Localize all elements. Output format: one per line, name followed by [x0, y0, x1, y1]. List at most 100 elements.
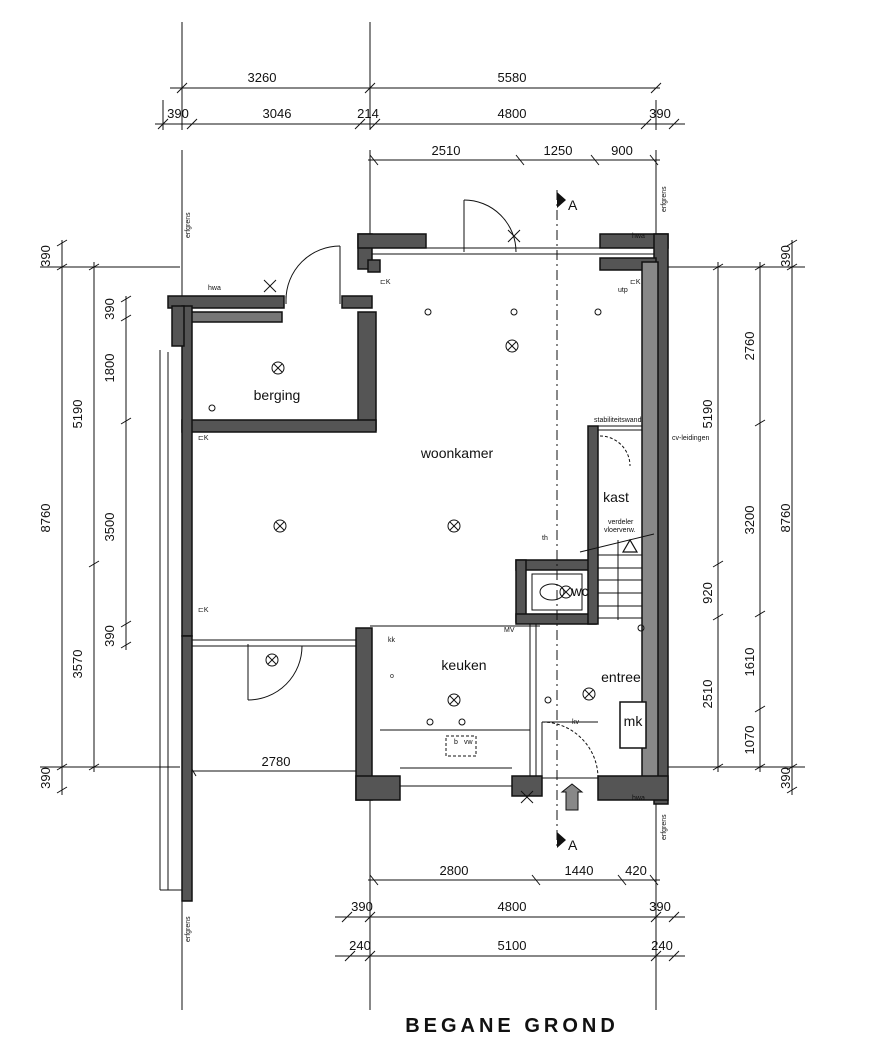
section-label-bottom: A	[568, 837, 578, 853]
dim-left-8760: 8760	[38, 504, 53, 533]
wall-left-stub	[171, 305, 185, 347]
label-erfgrens-2: erfgrens	[661, 186, 668, 212]
socket-icon: ⊏K	[380, 279, 391, 286]
socket-icon: ⊏K	[198, 607, 209, 614]
label-th: th	[542, 535, 548, 542]
dim-bottom-2800: 2800	[440, 863, 469, 878]
dim-right-2760: 2760	[742, 332, 757, 361]
outlet-icon	[637, 624, 645, 632]
dim-bottom3-240a: 240	[349, 938, 371, 953]
outlet-icon	[426, 718, 434, 726]
dim-left-inner-3500: 3500	[102, 513, 117, 542]
dim-right-1610: 1610	[742, 648, 757, 677]
label-stabiliteitswand: stabiliteitswand	[594, 417, 642, 424]
dim-right-2510: 2510	[700, 680, 715, 709]
dim-top3-900: 900	[611, 143, 633, 158]
label-kv: kv	[572, 719, 580, 726]
dim-bottom3-240b: 240	[651, 938, 673, 953]
wall-patio-right	[355, 627, 373, 801]
dim-left-inner-390a: 390	[102, 298, 117, 320]
dim-top2-390b: 390	[649, 106, 671, 121]
staircase	[579, 533, 655, 620]
wall-berging-top	[167, 295, 285, 309]
light-icon	[271, 361, 285, 375]
label-vloerverw: vloerverw.	[604, 527, 636, 534]
light-icon	[263, 279, 277, 293]
label-hwa-3: hwa	[632, 795, 645, 802]
dim-right-390b: 390	[778, 767, 793, 789]
dim-left-3570: 3570	[70, 650, 85, 679]
ceiling-lights	[263, 229, 596, 804]
light-icon	[447, 693, 461, 707]
wall-berging-top-right	[341, 295, 373, 309]
section-label-top: A	[568, 197, 578, 213]
dim-left-5190: 5190	[70, 400, 85, 429]
outlet-icon	[458, 718, 466, 726]
room-wc: wc	[570, 583, 588, 599]
dim-bottom-420: 420	[625, 863, 647, 878]
facade-lines	[159, 247, 655, 891]
dimension-lines: 3260 5580 390 3046 214 4800 390 2510 125…	[38, 22, 805, 1010]
wall-left	[181, 305, 193, 637]
dim-top2-3046: 3046	[263, 106, 292, 121]
room-keuken: keuken	[441, 657, 486, 673]
wall-berging-right	[357, 311, 377, 431]
dim-bottom2-4800: 4800	[498, 899, 527, 914]
label-erfgrens-3: erfgrens	[661, 814, 668, 840]
outlet-icon	[594, 308, 602, 316]
dim-left-inner-390b: 390	[102, 625, 117, 647]
dim-left-390a: 390	[38, 245, 53, 267]
label-cv-leidingen: cv-leidingen	[672, 435, 709, 442]
light-icon	[507, 229, 521, 243]
socket-icon: ⊏K	[630, 279, 641, 286]
wall-patio-left	[181, 635, 193, 902]
dim-bottom2-390b: 390	[649, 899, 671, 914]
label-vw: vw	[464, 739, 474, 746]
label-utp: utp	[618, 287, 628, 294]
dim-bottom3-5100: 5100	[498, 938, 527, 953]
outlets: ⊏K ⊏K ⊏K ⊏K	[198, 279, 645, 726]
wall-berging-bottom	[181, 419, 377, 433]
dim-bottom-1440: 1440	[565, 863, 594, 878]
label-hwa-1: hwa	[208, 285, 221, 292]
light-icon	[265, 653, 279, 667]
dim-top3-2510: 2510	[432, 143, 461, 158]
light-icon	[505, 339, 519, 353]
outlet-icon	[544, 696, 552, 704]
outlet-icon	[424, 308, 432, 316]
entry-arrow-icon	[560, 783, 584, 811]
dim-berging-2780: 2780	[262, 754, 291, 769]
wall-berging-top-inner	[183, 311, 283, 323]
wall-bottom-left	[355, 775, 401, 801]
section-marker-top	[557, 192, 566, 208]
wall-kast	[587, 425, 599, 625]
dim-top-5580: 5580	[498, 70, 527, 85]
wall-top-left-stub	[357, 233, 427, 249]
light-icon	[273, 519, 287, 533]
label-verdeler: verdeler	[608, 519, 634, 526]
label-erfgrens-1: erfgrens	[185, 212, 192, 238]
room-berging: berging	[254, 387, 301, 403]
dim-bottom2-390a: 390	[351, 899, 373, 914]
mk-cupboard	[619, 701, 647, 749]
dim-left-390b: 390	[38, 767, 53, 789]
page-title: BEGANE GROND	[405, 1015, 619, 1037]
label-kk: kk	[388, 637, 396, 644]
wall-wc-left	[515, 559, 527, 623]
doors	[247, 199, 631, 779]
section-marker-bottom	[557, 832, 566, 848]
dim-top2-214: 214	[357, 106, 379, 121]
dim-top2-390a: 390	[167, 106, 189, 121]
dim-top-3260: 3260	[248, 70, 277, 85]
dim-right-1070: 1070	[742, 726, 757, 755]
wall-bottom-right	[597, 775, 669, 801]
room-kast: kast	[603, 489, 629, 505]
kitchen-fixtures: b vw kk o kv	[388, 573, 583, 757]
dim-right-3200: 3200	[742, 506, 757, 535]
dim-right-5190: 5190	[700, 400, 715, 429]
label-erfgrens-4: erfgrens	[185, 916, 192, 942]
room-mk: mk	[624, 713, 644, 729]
outlet-icon	[208, 404, 216, 412]
dim-top2-4800: 4800	[498, 106, 527, 121]
